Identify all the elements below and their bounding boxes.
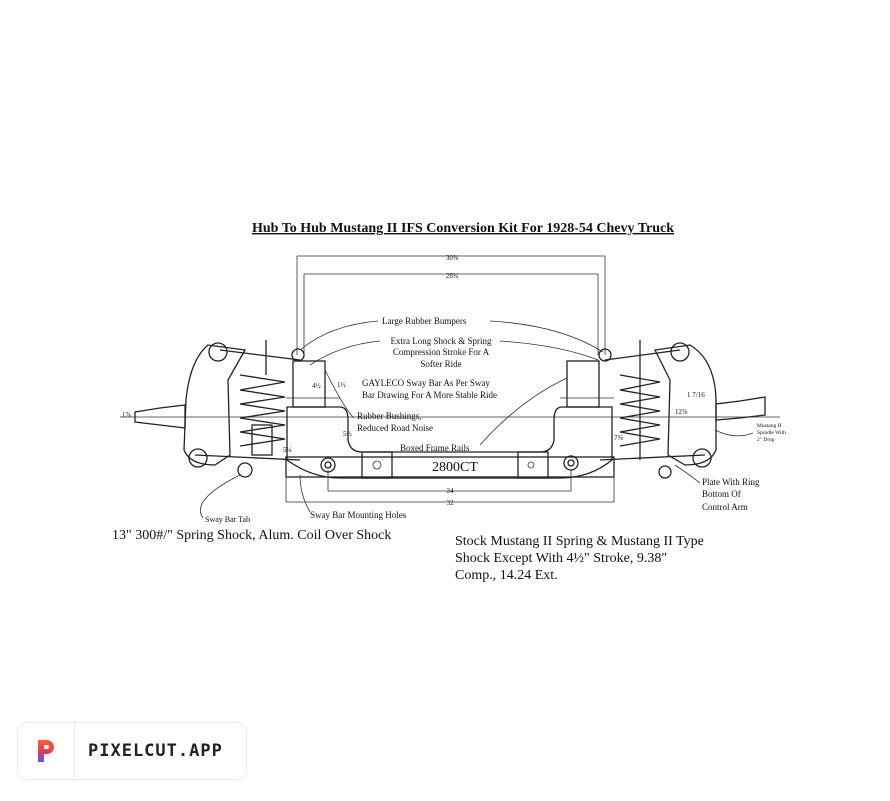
right-suspension: [598, 340, 766, 479]
bottom-dimension-lines: [285, 470, 615, 503]
callout-plate-3: Control Arm: [702, 502, 748, 512]
top-dimension-lines: [296, 255, 606, 355]
dim-bushing-height: 5½: [343, 430, 352, 438]
callout-frame-rails: Boxed Frame Rails: [400, 443, 470, 453]
note-right-1: Stock Mustang II Spring & Mustang II Typ…: [455, 534, 704, 549]
left-suspension: [134, 340, 305, 478]
callout-shock-2: Compression Stroke For A: [393, 347, 490, 357]
callout-plate-1: Plate With Ring: [702, 477, 760, 487]
callout-bushings-2: Reduced Road Noise: [357, 423, 433, 433]
note-left: 13" 300#/" Spring Shock, Alum. Coil Over…: [112, 528, 391, 543]
note-right-2: Shock Except With 4½" Stroke, 9.38": [455, 551, 667, 566]
leader-lines: [199, 320, 754, 519]
dim-top-outer: 30⅝: [446, 254, 459, 262]
watermark-text: PIXELCUT.APP: [88, 741, 223, 761]
callout-shock-1: Extra Long Shock & Spring: [391, 336, 492, 346]
pixelcut-watermark: PIXELCUT.APP: [17, 722, 247, 780]
pixelcut-logo-icon: [18, 723, 75, 779]
callout-sway-1: GAYLECO Sway Bar As Per Sway: [362, 378, 490, 388]
dim-bracket-height: 4½: [312, 382, 321, 390]
callout-spindle-2: Spindle With: [757, 430, 786, 436]
callout-sway-tab: Sway Bar Tab: [205, 515, 250, 524]
dim-tab-height: 1½: [337, 381, 346, 389]
callout-bumpers: Large Rubber Bumpers: [382, 316, 467, 326]
dim-bottom-inner: 24: [447, 487, 455, 495]
callout-bushings-1: Rubber Bushings,: [357, 411, 422, 421]
dim-right-side: 7⅝: [614, 434, 624, 442]
callout-sway-2: Bar Drawing For A More Stable Ride: [362, 390, 497, 400]
dim-left-spindle: 1⅞: [122, 411, 132, 419]
callout-spindle-1: Mustang II: [757, 423, 781, 429]
note-right-3: Comp., 14.24 Ext.: [455, 568, 558, 583]
dim-right-spring: 12⅞: [675, 408, 688, 416]
callout-mount-holes: Sway Bar Mounting Holes: [310, 510, 407, 520]
crossmember: [285, 360, 615, 479]
model-label: 2800CT: [432, 460, 478, 475]
callout-spindle-3: 2" Drop: [757, 437, 775, 443]
dim-top-inner: 28¾: [446, 272, 458, 280]
dim-left-side: 5¼: [283, 446, 292, 454]
dim-right-top: 1 7/16: [687, 391, 705, 399]
diagram-title: Hub To Hub Mustang II IFS Conversion Kit…: [252, 221, 674, 236]
callout-plate-2: Bottom Of: [702, 489, 741, 499]
callout-shock-3: Softer Ride: [420, 359, 461, 369]
dim-bottom-outer: 32: [447, 499, 455, 507]
